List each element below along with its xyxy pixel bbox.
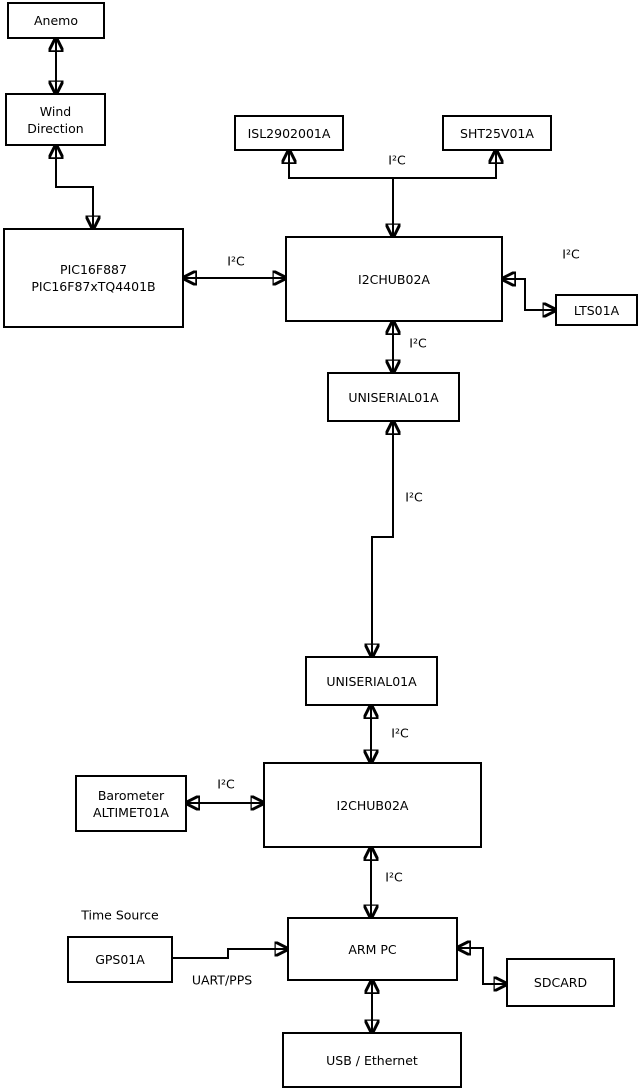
connector-wind-direction-pic <box>56 146 93 228</box>
node-sht25v01a: SHT25V01A <box>442 115 552 151</box>
connector-uniserial1-uniserial2 <box>372 422 393 656</box>
i2c-label-hub1-lts: I²C <box>562 246 580 262</box>
node-lts01a-label: LTS01A <box>573 302 620 318</box>
uart-pps-label: UART/PPS <box>191 972 253 988</box>
i2c-label-sensors-bus: I²C <box>388 152 406 168</box>
connector-hub1-lts <box>503 279 555 310</box>
node-usb-ethernet-label: USB / Ethernet <box>326 1052 418 1068</box>
node-sht25v01a-label: SHT25V01A <box>460 125 534 141</box>
i2c-label-pic-hub1: I²C <box>227 253 245 269</box>
node-uniserial-2-label: UNISERIAL01A <box>326 673 417 689</box>
node-anemo-label: Anemo <box>34 13 78 28</box>
i2c-label-hub2-armpc: I²C <box>385 869 403 885</box>
node-arm-pc: ARM PC <box>287 917 458 981</box>
i2c-label-barometer-hub2: I²C <box>217 776 235 792</box>
node-uniserial-1-label: UNISERIAL01A <box>348 389 439 405</box>
node-barometer-label-line2: ALTIMET01A <box>93 804 169 820</box>
node-barometer-label-line1: Barometer <box>97 787 165 803</box>
node-i2c-hub-2: I2CHUB02A <box>263 762 482 848</box>
time-source-label: Time Source <box>81 907 159 923</box>
node-usb-ethernet: USB / Ethernet <box>282 1032 462 1088</box>
node-i2c-hub-1: I2CHUB02A <box>285 236 503 322</box>
node-i2c-hub-2-label: I2CHUB02A <box>336 797 409 813</box>
node-pic16f887-label-line2: PIC16F87xTQ4401B <box>31 279 156 294</box>
i2c-label-uniserial-link: I²C <box>405 489 423 505</box>
connector-gps-armpc <box>173 949 287 959</box>
node-wind-direction: Wind Direction <box>5 93 106 146</box>
connector-armpc-sdcard <box>458 948 506 984</box>
node-gps01a: GPS01A <box>67 936 173 983</box>
node-barometer: Barometer ALTIMET01A <box>75 775 187 832</box>
node-isl2902001a: ISL2902001A <box>234 115 344 151</box>
node-isl2902001a-label: ISL2902001A <box>247 125 331 141</box>
node-pic16f887-label-line1: PIC16F887 <box>60 262 127 277</box>
node-i2c-hub-1-label: I2CHUB02A <box>358 271 430 287</box>
node-uniserial-1: UNISERIAL01A <box>327 372 460 422</box>
node-anemo: Anemo <box>7 2 105 39</box>
node-arm-pc-label: ARM PC <box>348 941 397 957</box>
i2c-label-uniserial2-hub2: I²C <box>391 725 409 741</box>
node-lts01a: LTS01A <box>555 294 638 326</box>
node-pic16f887: PIC16F887 PIC16F87xTQ4401B <box>3 228 184 328</box>
node-uniserial-2: UNISERIAL01A <box>305 656 438 706</box>
node-gps01a-label: GPS01A <box>95 952 145 967</box>
i2c-label-hub1-uniserial1: I²C <box>409 335 427 351</box>
node-sdcard: SDCARD <box>506 958 615 1007</box>
node-sdcard-label: SDCARD <box>533 975 588 990</box>
node-wind-direction-label-line2: Direction <box>27 120 84 136</box>
node-wind-direction-label-line1: Wind <box>39 103 72 119</box>
